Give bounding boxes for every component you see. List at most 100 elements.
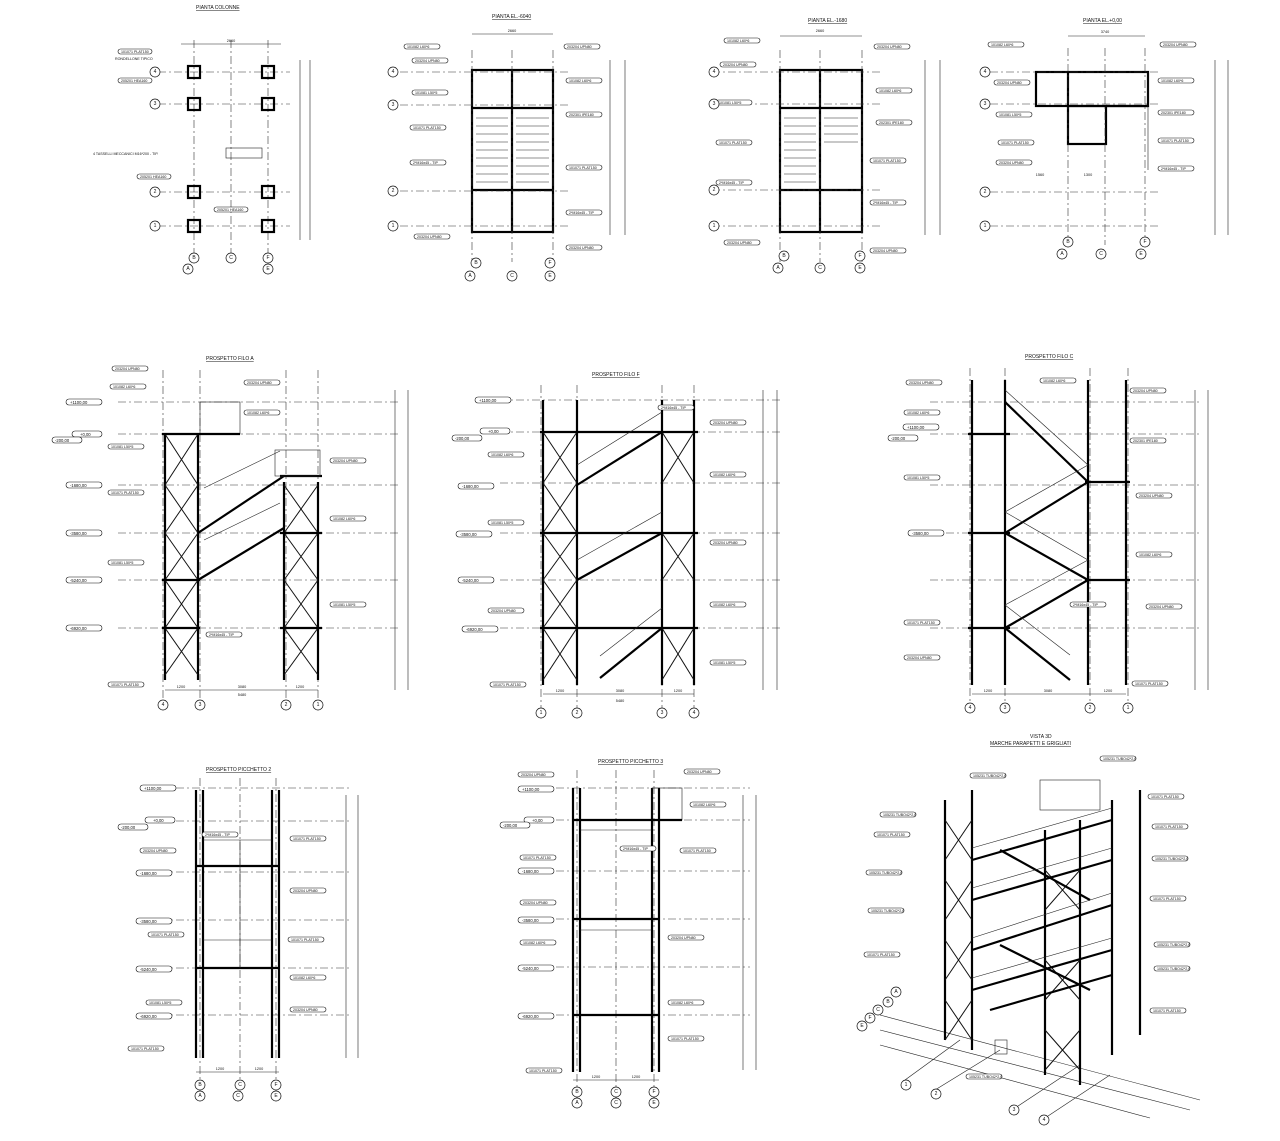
elevation-filo-f-view: PROSPETTO FILO F [451,372,780,719]
level-a-200: -200,00 [55,438,70,443]
level-p3-3580: -3580,00 [522,918,539,923]
title-vista-3d: VISTA 3D [1030,734,1052,740]
grid-1680-a: A [776,265,780,271]
callout-a-plat-2: 101071 PLAT150 [111,683,139,687]
callout-p2-l60-r: 101082 L60*6 [293,976,315,980]
callout-p3-plat-2: 101071 PLAT150 [529,1069,557,1073]
level-p2-1680: -1680,00 [140,871,157,876]
title-vista-3d-sub: MARCHE PARAPETTI E GRIGLIATI [990,741,1071,747]
callout-3d-plat-r: 101071 PLAT150 [1151,795,1179,799]
callout-c-upn-r3: 203204 UPN80 [1149,605,1174,609]
callout-a-plat: 101071 PLAT150 [111,491,139,495]
callout-p3-upn-2: 203204 UPN80 [523,901,548,905]
dim-a-1200-l: 1200 [177,685,185,689]
grid-3d-e: E [860,1023,864,1029]
grid-6040-3: 3 [392,102,395,108]
callout-3d-tub: 105231 TUBO42*2,6 [1103,757,1136,761]
level-f-1680: -1680,00 [462,484,479,489]
grid-bubble-3: 3 [154,101,157,107]
title-pianta-1680: PIANTA EL.-1680 [808,18,847,24]
callout-p2-upn-r: 203204 UPN80 [293,889,318,893]
callout-a-l60: 101082 L60*6 [113,385,135,389]
callout-a-upn-r: 203204 UPN80 [247,381,272,385]
dim-c-3080: 3080 [1044,689,1052,693]
callout-6040-l60: 101082 L60*6 [407,45,429,49]
callout-plat-col: 101071 PLAT150 [121,50,149,54]
callout-3d-tub-r2: 105231 TUBO42*2,6 [1157,943,1190,947]
grid-6040-2: 2 [392,188,395,194]
grid-p3-b: B [575,1089,579,1095]
grid-1680-b: B [782,253,786,259]
callout-c-gr: 2*M16x45 - TIP [1073,603,1099,607]
level-p3-0: +0,00 [532,818,543,823]
level-p2-1100: +1100,00 [144,786,162,791]
plan-columns-view: PIANTA COLONNE 2660 101071 PLAT150 RONDE… [93,5,311,275]
callout-a-l50-r: 101081 L50*5 [333,603,355,607]
grid-f-4: 4 [693,710,696,716]
grid-f-1: 1 [540,710,543,716]
callout-6040-l60-r: 101082 L60*6 [569,79,591,83]
callout-p2-plat-r2: 101071 PLAT150 [291,938,319,942]
callout-p3-upn-r: 203204 UPN80 [687,770,712,774]
callout-0-upn: 203204 UPN80 [997,81,1022,85]
callout-1680-upn-2: 203204 UPN80 [727,241,752,245]
grid-0-2: 2 [984,189,987,195]
grid-bubble-a: A [186,266,190,272]
callout-0-plat: 101071 PLAT150 [1001,141,1029,145]
callout-p2-upn: 203204 UPN80 [143,849,168,853]
note-rondellone: RONDELLONE TIPICO [115,57,153,61]
level-a-1100: +1100,00 [70,400,88,405]
callout-c-upn-2: 203204 UPN80 [907,656,932,660]
grid-6040-a: A [468,273,472,279]
callout-p3-l60-r2: 101082 L60*6 [671,1001,693,1005]
grid-0-4: 4 [984,69,987,75]
title-picchetto-3: PROSPETTO PICCHETTO 3 [598,759,663,765]
callout-1680-l50: 101081 L50*5 [719,101,741,105]
callout-3d-plat-r3: 101071 PLAT150 [1153,897,1181,901]
callout-6040-gr-r: 2*M16x45 - TIP [569,211,595,215]
grid-3d-4: 4 [1043,1117,1046,1123]
callout-c-l60-r: 101082 L60*6 [1139,553,1161,557]
title-pianta-6040: PIANTA EL.-6040 [492,14,531,20]
title-pianta-colonne: PIANTA COLONNE [196,5,240,11]
elevation-picchetto-2-view: PROSPETTO PICCHETTO 2 1200 1200 +1100,00… [117,767,359,1102]
level-f-200: -200,00 [455,436,470,441]
callout-f-l50: 101081 L50*5 [491,521,513,525]
callout-c-ipe-r: 202301 IPE180 [1133,439,1158,443]
callout-a-l50-2: 101081 L50*5 [111,561,133,565]
callout-c-upn-r: 203204 UPN80 [1133,389,1158,393]
callout-c-upn: 203204 UPN80 [909,381,934,385]
dim-3740: 3740 [1101,30,1109,34]
dim-f-1200-l: 1200 [556,689,564,693]
callout-3d-plat-2: 101071 PLAT150 [867,953,895,957]
grid-bubble-2: 2 [154,189,157,195]
callout-f-gr: 2*M16x45 - TIP [661,406,687,410]
level-a-6920: -6920,00 [70,626,87,631]
callout-p3-upn-r2: 203204 UPN80 [671,936,696,940]
callout-a-gr: 2*M16x45 - TIP [209,633,235,637]
grid-p2-c: C [238,1082,242,1088]
grid-1680-3: 3 [713,101,716,107]
grid-c-3: 3 [1004,705,1007,711]
level-f-0: +0,00 [488,429,499,434]
callout-a-l60-r: 101082 L60*6 [247,411,269,415]
dim-a-3080: 3080 [238,685,246,689]
grid-bubble-b: B [192,255,196,261]
callout-3d-tub-r3: 105231 TUBO42*2,6 [1157,967,1190,971]
dim-p2-1200-r: 1200 [255,1067,263,1071]
grid-0-c: C [1099,251,1103,257]
dim-c-1200-l: 1200 [984,689,992,693]
grid-6040-4: 4 [392,69,395,75]
callout-p3-plat-r2: 101071 PLAT150 [671,1037,699,1041]
grid-1680-f: F [858,253,861,259]
dim-a-5480: 5480 [238,693,246,697]
level-p3-5240: -5240,00 [522,966,539,971]
grid-6040-1: 1 [392,223,395,229]
plan-el-0-view: PIANTA EL.+0,00 3740 101082 L60*6 203204… [979,18,1229,260]
dim-f-3080: 3080 [616,689,624,693]
callout-0-gr-r: 2*M16x45 - TIP [1161,167,1187,171]
level-p3-1100: +1100,00 [522,787,540,792]
grid-0-a: A [1060,251,1064,257]
level-c-200: -200,00 [891,436,906,441]
